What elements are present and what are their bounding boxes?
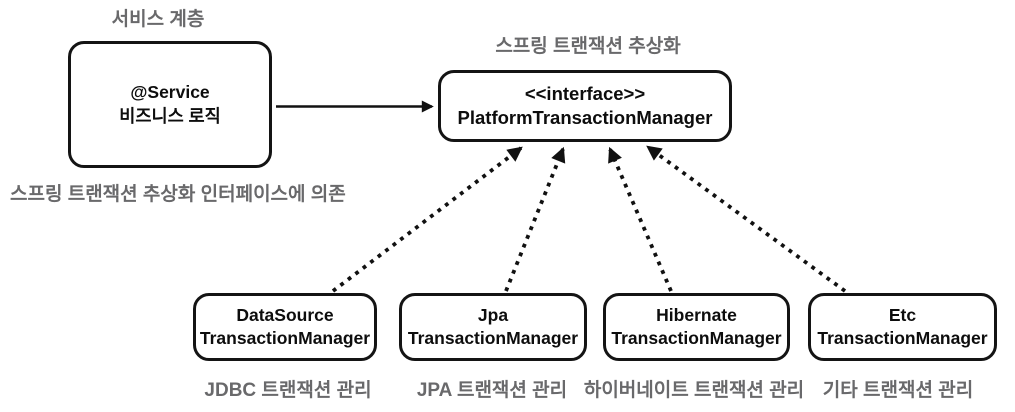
impl-box-line1: Jpa (477, 304, 509, 325)
spring-transaction-abstraction-label: 스프링 트랜잭션 추상화 (495, 36, 681, 57)
arrow-jpa-to-interface (504, 146, 566, 292)
dependency-note-label: 스프링 트랜잭션 추상화 인터페이스에 의존 (10, 184, 346, 205)
service-box: @Service 비즈니스 로직 (68, 41, 272, 168)
arrow-datasource-to-interface (331, 146, 523, 293)
jpa-caption: JPA 트랜잭션 관리 (416, 380, 568, 401)
impl-box-line2: TransactionManager (407, 328, 579, 348)
impl-box-line2: TransactionManager (199, 328, 371, 348)
arrow-etc-to-interface (646, 145, 847, 293)
jpa-transaction-manager-box: Jpa TransactionManager (399, 293, 587, 361)
hibernate-caption: 하이버네이트 트랜잭션 관리 (583, 380, 805, 401)
service-box-description: 비즈니스 로직 (119, 105, 221, 126)
service-box-annotation: @Service (130, 82, 210, 103)
platform-transaction-manager-box: <<interface>> PlatformTransactionManager (438, 70, 732, 142)
impl-box-line1: Hibernate (656, 304, 737, 325)
impl-box-line1: DataSource (236, 304, 334, 325)
etc-transaction-manager-box: Etc TransactionManager (808, 293, 997, 361)
impl-box-line2: TransactionManager (817, 328, 988, 348)
hibernate-transaction-manager-box: Hibernate TransactionManager (603, 293, 790, 361)
service-layer-label: 서비스 계층 (111, 9, 205, 30)
etc-caption: 기타 트랜잭션 관리 (822, 380, 974, 401)
datasource-transaction-manager-box: DataSource TransactionManager (193, 293, 377, 361)
arrow-hibernate-to-interface (608, 146, 673, 292)
interface-stereotype: <<interface>> (524, 82, 646, 104)
impl-box-line2: TransactionManager (611, 328, 782, 348)
interface-name: PlatformTransactionManager (457, 107, 713, 128)
jdbc-caption: JDBC 트랜잭션 관리 (204, 380, 372, 401)
impl-box-line1: Etc (888, 304, 917, 325)
